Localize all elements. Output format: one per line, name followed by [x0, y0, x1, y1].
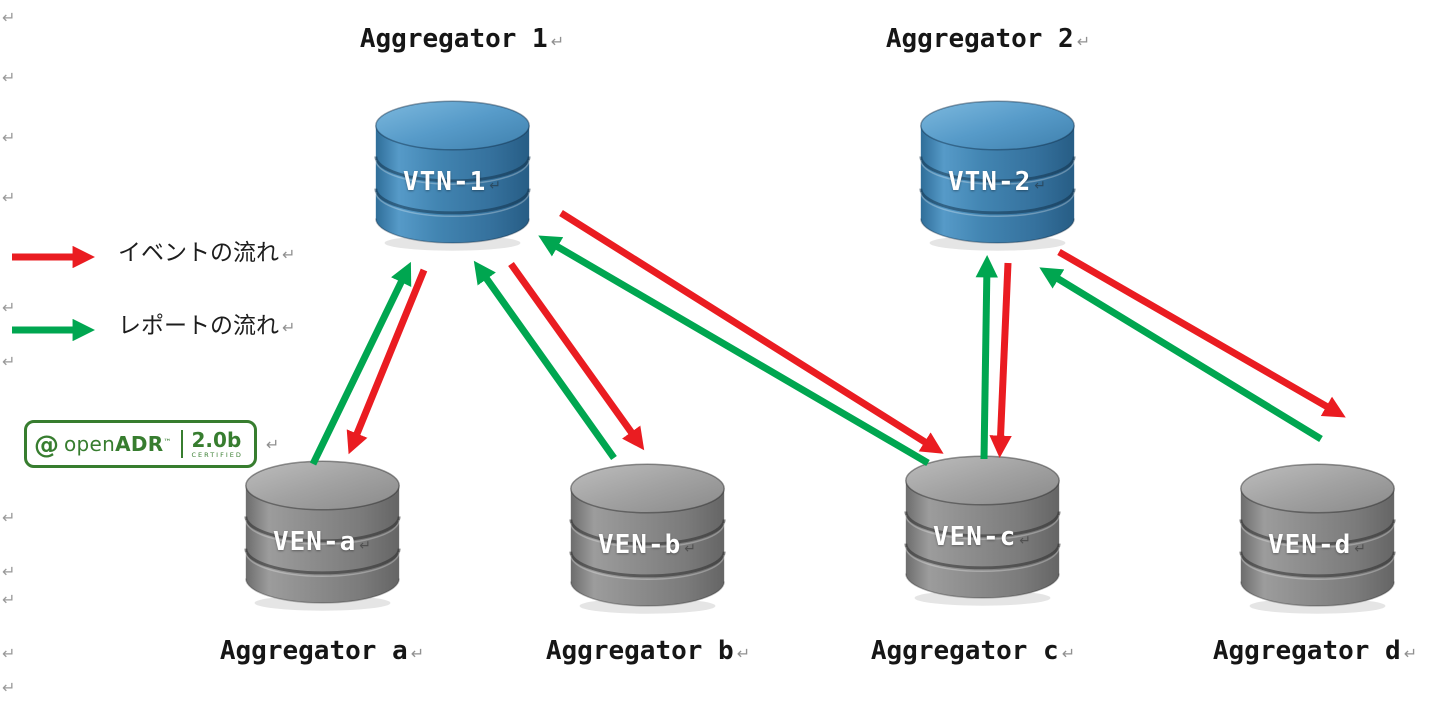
- paragraph-mark: ↵: [1354, 541, 1367, 557]
- ven-b-node: VEN-b↵: [565, 459, 730, 617]
- openadr-version-block: 2.0b CERTIFIED: [192, 430, 243, 459]
- paragraph-mark: ↵: [282, 245, 296, 264]
- paragraph-mark: ↵: [2, 508, 16, 527]
- vtn2-label: VTN-2↵: [915, 166, 1080, 202]
- ven-a-title: Aggregator a↵: [220, 636, 424, 666]
- paragraph-mark: ↵: [1061, 644, 1076, 663]
- event-arrow-vtn-1-to-ven-b: [508, 261, 645, 451]
- ven-d-node: VEN-d↵: [1235, 459, 1400, 617]
- paragraph-mark: ↵: [1076, 32, 1091, 51]
- paragraph-mark: ↵: [2, 298, 16, 317]
- paragraph-mark: ↵: [684, 541, 697, 557]
- paragraph-mark: ↵: [359, 538, 372, 554]
- vtn2-title: Aggregator 2↵: [886, 24, 1090, 54]
- openadr-word-open: open: [64, 432, 116, 456]
- event-arrow-vtn-2-to-ven-c: [989, 262, 1012, 458]
- paragraph-mark: ↵: [1034, 178, 1047, 194]
- event-arrow-vtn-1-to-ven-c: [559, 210, 944, 454]
- event-arrow-vtn-2-to-ven-d: [1057, 248, 1346, 418]
- paragraph-mark: ↵: [1019, 533, 1032, 549]
- vtn2-title-text: Aggregator 2: [885, 24, 1074, 54]
- paragraph-mark: ↵: [282, 318, 296, 337]
- ven-b-label: VEN-b↵: [565, 529, 730, 565]
- ven-c-title-text: Aggregator c: [870, 636, 1059, 666]
- ven-d-title: Aggregator d↵: [1213, 636, 1417, 666]
- report-arrow-ven-b-to-vtn-1: [473, 260, 617, 461]
- ven-b-title-text: Aggregator b: [545, 636, 734, 666]
- report-arrow-ven-c-to-vtn-1: [538, 235, 930, 467]
- paragraph-mark: ↵: [265, 434, 280, 454]
- paragraph-mark: ↵: [2, 590, 16, 609]
- ven-a-label-text: VEN-a: [272, 527, 357, 557]
- event-arrow-vtn-1-to-ven-a: [346, 268, 428, 455]
- ven-c-label-text: VEN-c: [932, 522, 1017, 552]
- legend-event-text: イベントの流れ: [118, 240, 279, 266]
- logo-divider: [180, 430, 183, 458]
- paragraph-mark: ↵: [2, 562, 16, 581]
- ven-a-title-text: Aggregator a: [219, 636, 408, 666]
- ven-d-label: VEN-d↵: [1235, 529, 1400, 565]
- trademark-symbol: ™: [163, 437, 172, 447]
- openadr-word-adr: ADR: [115, 432, 164, 456]
- openadr-wordmark: openADR™: [64, 432, 172, 456]
- ven-a-label: VEN-a↵: [240, 526, 405, 562]
- paragraph-mark: ↵: [736, 644, 751, 663]
- paragraph-mark: ↵: [2, 678, 16, 697]
- ven-c-label: VEN-c↵: [900, 521, 1065, 557]
- vtn1-label: VTN-1↵: [370, 166, 535, 202]
- openadr-spiral-icon: @: [34, 429, 59, 459]
- ven-c-title: Aggregator c↵: [871, 636, 1075, 666]
- legend-report-label: レポートの流れ↵: [118, 306, 295, 340]
- openadr-logo-row: @ openADR™ 2.0b CERTIFIED ↵: [24, 420, 279, 468]
- ven-d-title-text: Aggregator d: [1212, 636, 1401, 666]
- report-arrow-ven-c-to-vtn-2: [975, 255, 998, 460]
- ven-d-label-text: VEN-d: [1267, 530, 1352, 560]
- ven-b-label-text: VEN-b: [597, 530, 682, 560]
- paragraph-mark: ↵: [410, 644, 425, 663]
- vtn1-label-text: VTN-1: [402, 167, 487, 197]
- paragraph-mark: ↵: [550, 32, 565, 51]
- vtn1-title: Aggregator 1↵: [360, 24, 564, 54]
- paragraph-mark: ↵: [489, 178, 502, 194]
- ven-a-node: VEN-a↵: [240, 456, 405, 614]
- openadr-version: 2.0b: [191, 427, 242, 452]
- vtn1-node: VTN-1↵: [370, 96, 535, 254]
- paragraph-mark: ↵: [2, 352, 16, 371]
- vtn2-label-text: VTN-2: [947, 167, 1032, 197]
- legend-report-text: レポートの流れ: [118, 313, 279, 339]
- report-arrow-ven-a-to-vtn-1: [309, 261, 412, 466]
- ven-b-title: Aggregator b↵: [546, 636, 750, 666]
- paragraph-mark: ↵: [1403, 644, 1418, 663]
- paragraph-mark: ↵: [2, 644, 16, 663]
- paragraph-mark: ↵: [2, 68, 16, 87]
- vtn2-node: VTN-2↵: [915, 96, 1080, 254]
- legend-event-label: イベントの流れ↵: [118, 233, 295, 267]
- openadr-logo: @ openADR™ 2.0b CERTIFIED: [24, 420, 257, 468]
- paragraph-mark: ↵: [2, 188, 16, 207]
- paragraph-mark: ↵: [2, 8, 16, 27]
- vtn1-title-text: Aggregator 1: [359, 24, 548, 54]
- ven-c-node: VEN-c↵: [900, 451, 1065, 609]
- paragraph-mark: ↵: [2, 128, 16, 147]
- openadr-certified: CERTIFIED: [191, 450, 243, 459]
- report-arrow-ven-d-to-vtn-2: [1039, 267, 1323, 442]
